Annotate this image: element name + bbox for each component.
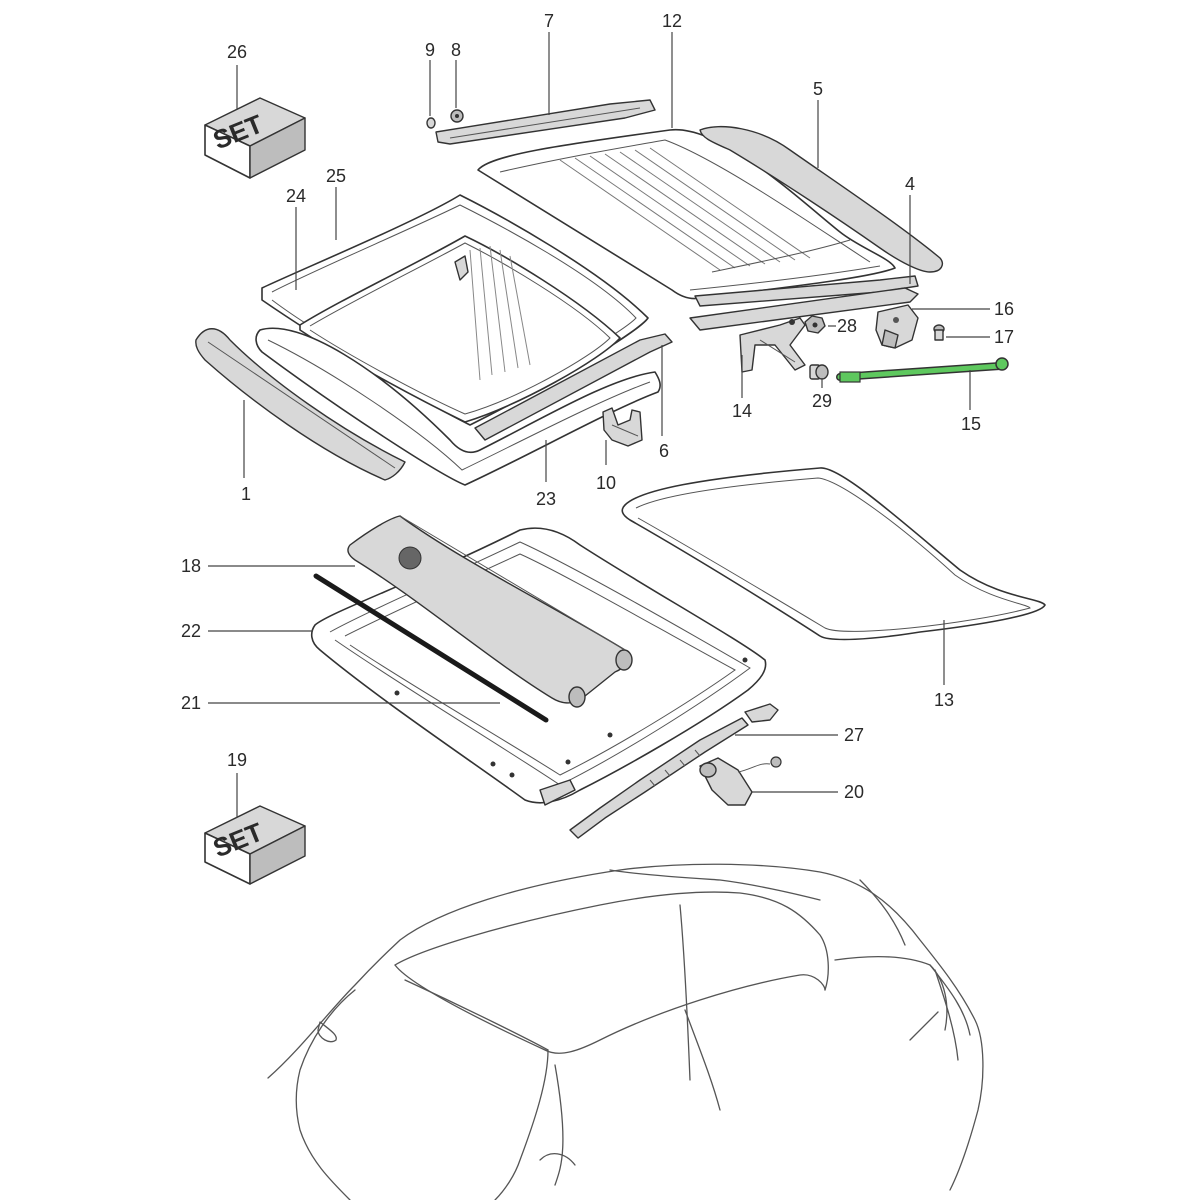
callout-16: 16 bbox=[994, 299, 1014, 319]
callout-26: 26 bbox=[227, 42, 247, 62]
callout-labels: 26 19 9 8 7 12 5 4 25 24 1 23 10 6 14 29… bbox=[181, 11, 1014, 802]
part-28-nut[interactable] bbox=[804, 315, 826, 334]
part-29-bolt[interactable] bbox=[809, 364, 829, 380]
callout-15: 15 bbox=[961, 414, 981, 434]
part-1-front-strip[interactable] bbox=[195, 328, 406, 481]
callout-1: 1 bbox=[241, 484, 251, 504]
part-16-hinge-block[interactable] bbox=[875, 304, 919, 349]
callout-10: 10 bbox=[596, 473, 616, 493]
callout-18: 18 bbox=[181, 556, 201, 576]
part-21-seal-bar[interactable] bbox=[313, 573, 549, 723]
part-12-glass-panel[interactable] bbox=[477, 129, 896, 300]
part-9-screw[interactable] bbox=[426, 117, 436, 129]
callout-25: 25 bbox=[326, 166, 346, 186]
part-15-rod-highlighted[interactable] bbox=[836, 357, 1009, 383]
callout-8: 8 bbox=[451, 40, 461, 60]
part-4-rear-strip[interactable] bbox=[694, 275, 919, 307]
callout-9: 9 bbox=[425, 40, 435, 60]
callout-5: 5 bbox=[813, 79, 823, 99]
callout-19: 19 bbox=[227, 750, 247, 770]
part-20-motor[interactable] bbox=[699, 756, 782, 806]
callout-20: 20 bbox=[844, 782, 864, 802]
callout-7: 7 bbox=[544, 11, 554, 31]
part-27-cable[interactable] bbox=[569, 703, 779, 839]
callout-4: 4 bbox=[905, 174, 915, 194]
part-6-side-rail[interactable] bbox=[474, 287, 919, 441]
callout-24: 24 bbox=[286, 186, 306, 206]
callout-23: 23 bbox=[536, 489, 556, 509]
part-18-sunblind[interactable] bbox=[347, 515, 633, 708]
callout-27: 27 bbox=[844, 725, 864, 745]
car-outline bbox=[267, 863, 984, 1200]
part-14-bracket[interactable] bbox=[739, 317, 806, 373]
part-24-inner-frame[interactable] bbox=[299, 235, 621, 423]
part-7-front-strip[interactable] bbox=[435, 99, 656, 145]
part-8-nut[interactable] bbox=[450, 109, 464, 123]
set-box-19[interactable]: SET bbox=[204, 805, 306, 885]
callout-13: 13 bbox=[934, 690, 954, 710]
part-23-lower-frame[interactable] bbox=[255, 327, 661, 486]
callout-12: 12 bbox=[662, 11, 682, 31]
part-17-screw[interactable] bbox=[933, 324, 945, 341]
set-box-26[interactable]: SET bbox=[204, 97, 306, 179]
leader-lines bbox=[208, 32, 990, 818]
part-5-rear-trim[interactable] bbox=[699, 125, 943, 273]
part-10-clip[interactable] bbox=[602, 407, 643, 447]
callout-17: 17 bbox=[994, 327, 1014, 347]
callout-14: 14 bbox=[732, 401, 752, 421]
callout-22: 22 bbox=[181, 621, 201, 641]
callout-21: 21 bbox=[181, 693, 201, 713]
callout-6: 6 bbox=[659, 441, 669, 461]
part-13-outer-seal[interactable] bbox=[621, 467, 1046, 641]
callout-29: 29 bbox=[812, 391, 832, 411]
callout-28: 28 bbox=[837, 316, 857, 336]
